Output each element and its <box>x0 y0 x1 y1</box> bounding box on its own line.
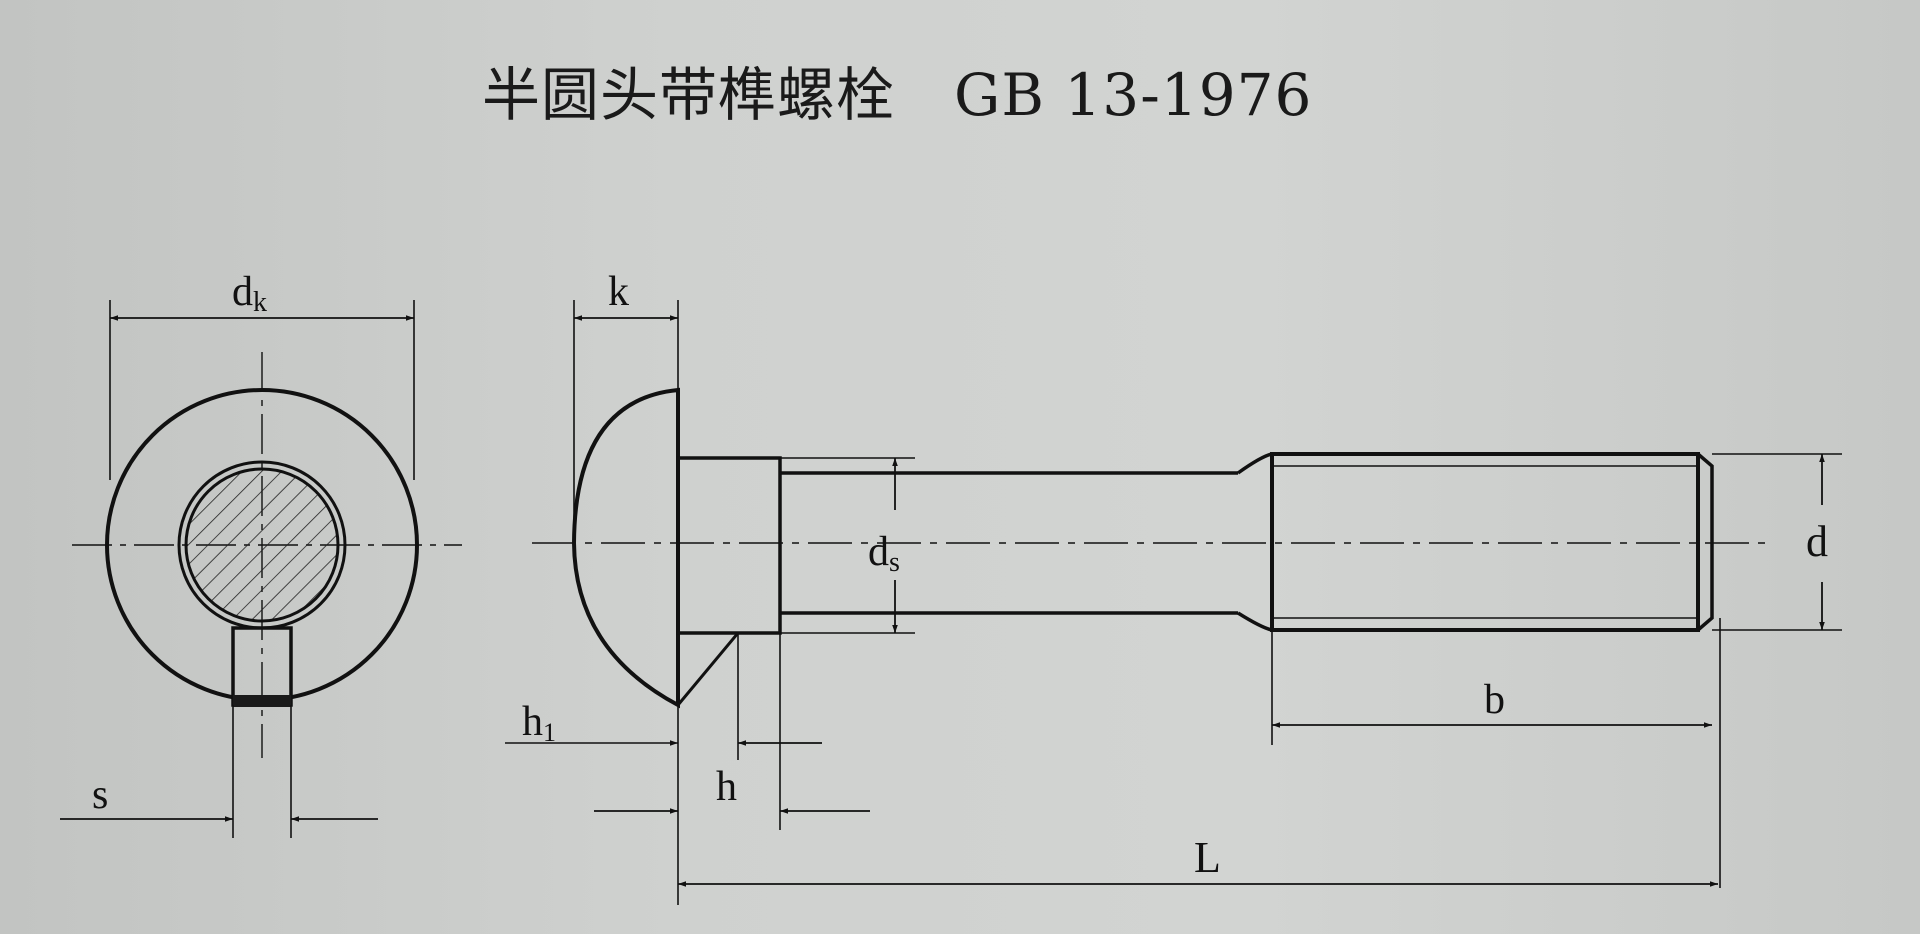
dome-head <box>571 387 680 709</box>
fin-side <box>676 456 782 635</box>
d-label: d <box>1806 517 1828 566</box>
fin-chamfer <box>676 632 740 706</box>
h-label: h <box>716 764 737 810</box>
b-label: b <box>1484 677 1505 723</box>
end-view: dk s <box>60 269 462 838</box>
dk-label: dk <box>232 269 267 318</box>
shank-transition-top <box>1236 452 1273 475</box>
fin-bottom-edge <box>233 695 291 707</box>
L-label: L <box>1194 833 1221 882</box>
s-label: s <box>92 772 108 818</box>
shank-section-hatch <box>184 467 340 623</box>
k-label: k <box>608 269 629 315</box>
shank-transition-bottom <box>1237 611 1273 632</box>
standard-title: 半圆头带榫螺栓 GB 13-1976 <box>482 61 1313 129</box>
ds-label: ds <box>868 529 900 578</box>
h1-label: h1 <box>522 699 556 747</box>
bolt-end <box>1696 452 1714 632</box>
side-view: k ds d h1 <box>505 269 1842 905</box>
thread-outline <box>1270 452 1700 632</box>
